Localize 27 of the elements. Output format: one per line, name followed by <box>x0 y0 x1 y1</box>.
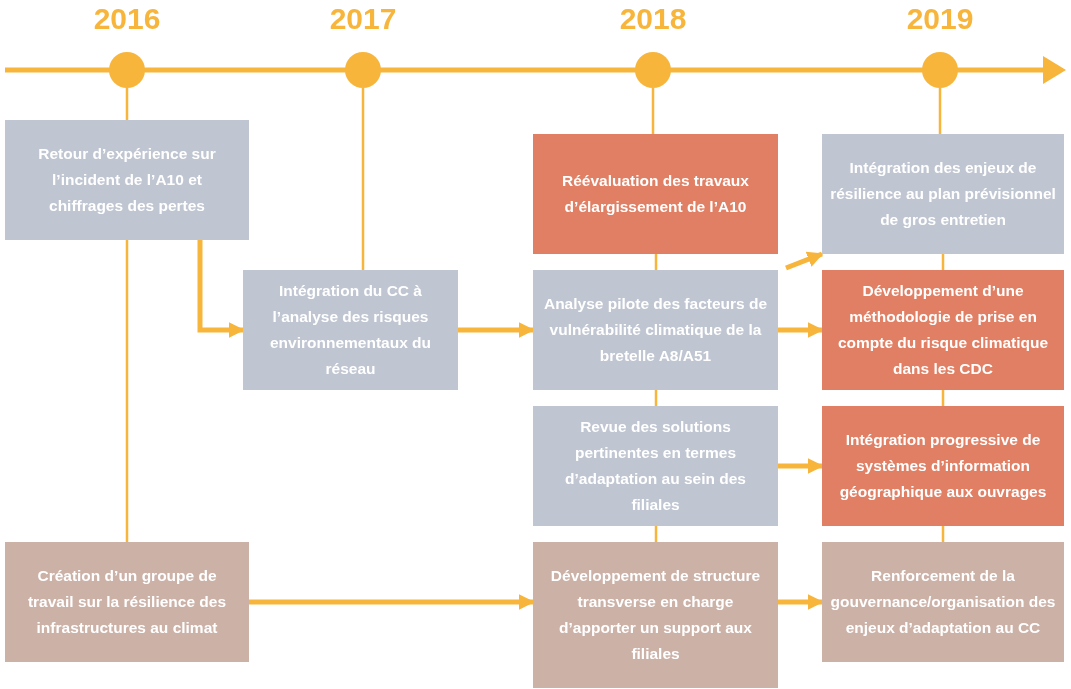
connector-line <box>125 240 129 542</box>
year-label: 2019 <box>906 4 974 34</box>
year-label: 2017 <box>329 4 397 34</box>
process-box: Revue des solutions pertinentes en termes d’adaptation au sein des filiales <box>533 406 778 526</box>
group-box: Création d’un groupe de travail sur la résilience des infrastructures au climat <box>5 542 249 662</box>
arrow <box>458 322 535 338</box>
group-box: Développement de structure transverse en charge d’apporter un support aux filiales <box>533 542 778 688</box>
process-box: Analyse pilote des facteurs de vulnérabilité climatique de la bretelle A8/A51 <box>533 270 778 390</box>
arrow <box>778 322 824 338</box>
process-box: Retour d’expérience sur l’incident de l’A10 et chiffrages des pertes <box>5 120 249 240</box>
arrow <box>197 240 245 338</box>
arrow <box>778 458 824 474</box>
highlight-box: Développement d’une méthodologie de prise en compte du risque climatique dans les CDC <box>822 270 1064 390</box>
connector-line <box>361 88 365 270</box>
group-box: Renforcement de la gouvernance/organisation des enjeux d’adaptation au CC <box>822 542 1064 662</box>
arrow <box>249 594 535 610</box>
connector-line <box>651 88 655 134</box>
year-label: 2018 <box>619 4 687 34</box>
process-box: Intégration du CC à l’analyse des risques environnementaux du réseau <box>243 270 458 390</box>
process-box: Intégration des enjeux de résilience au plan prévisionnel de gros entretien <box>822 134 1064 254</box>
arrow <box>785 251 824 271</box>
highlight-box: Réévaluation des travaux d’élargissement de l’A10 <box>533 134 778 254</box>
connector-line <box>938 88 942 134</box>
connector-line <box>125 88 129 120</box>
arrow <box>778 594 824 610</box>
year-label: 2016 <box>93 4 161 34</box>
highlight-box: Intégration progressive de systèmes d’information géographique aux ouvrages <box>822 406 1064 526</box>
